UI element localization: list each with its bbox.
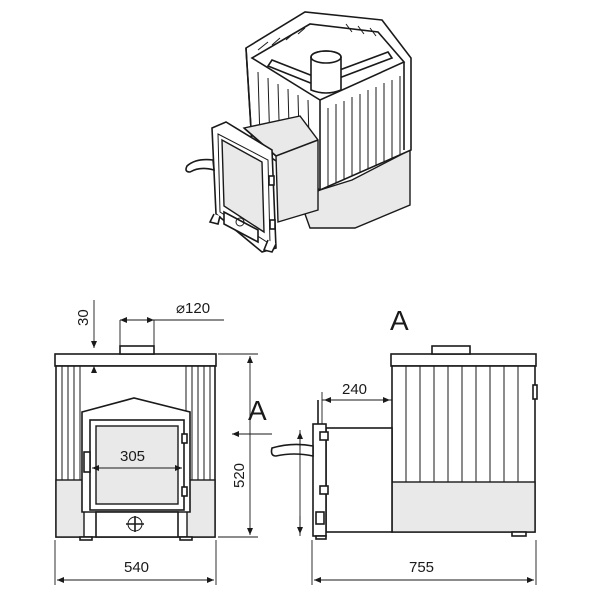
isometric-view	[185, 11, 412, 253]
front-view	[54, 345, 217, 541]
dim-height: 520	[231, 463, 248, 488]
dim-chimney-diameter: ⌀120	[176, 300, 210, 317]
dim-side-depth: 755	[409, 559, 434, 576]
dimension-lines	[54, 300, 537, 585]
chimney-iso	[310, 50, 342, 94]
dim-front-width: 540	[124, 559, 149, 576]
door-iso	[185, 121, 277, 253]
side-view	[270, 345, 538, 540]
front-side-bars	[55, 366, 216, 538]
side-view-label: A	[390, 305, 409, 336]
section-arrow-label: A	[248, 395, 267, 426]
dim-door-width: 305	[120, 448, 145, 465]
dim-chimney-offset: 30	[75, 309, 92, 326]
side-bars	[405, 366, 519, 482]
dim-firebox-depth: 240	[342, 381, 367, 398]
